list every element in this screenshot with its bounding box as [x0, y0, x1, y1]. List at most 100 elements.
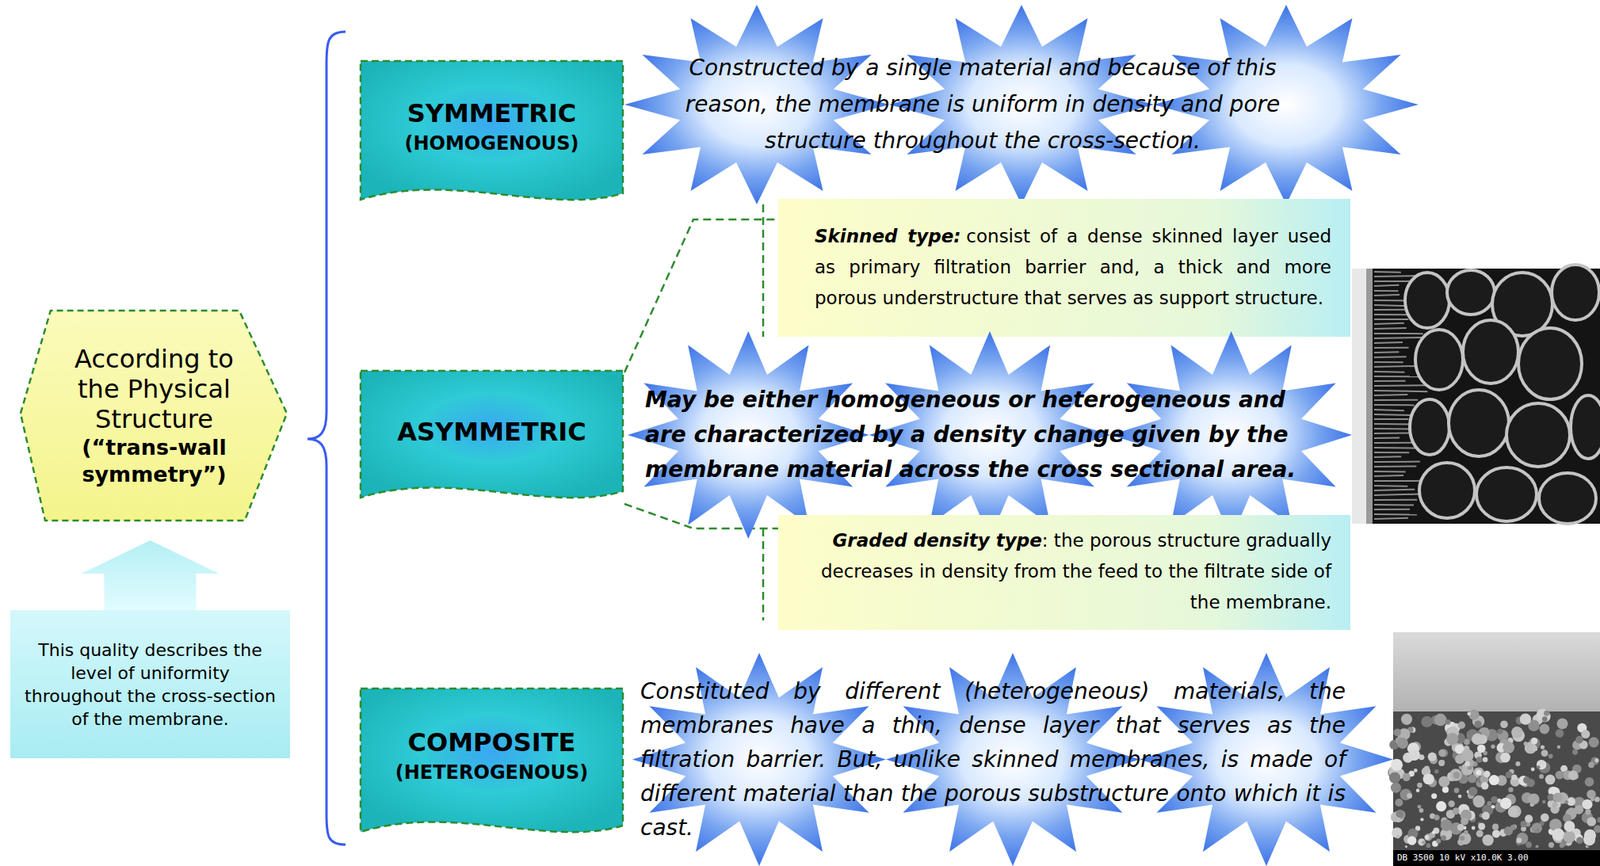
grain: [1576, 836, 1584, 844]
finger-pore: [1374, 290, 1398, 292]
grain: [1463, 830, 1468, 835]
grain: [1424, 835, 1430, 841]
grain: [1447, 800, 1455, 807]
grain: [1394, 798, 1403, 807]
grain: [1428, 752, 1437, 762]
grain: [1486, 801, 1492, 806]
grain: [1539, 724, 1551, 735]
grain: [1591, 792, 1596, 797]
grain: [1573, 805, 1584, 815]
grain: [1389, 772, 1401, 784]
grain: [1519, 713, 1532, 725]
grain: [1445, 719, 1452, 726]
description-starburst: Constituted by different (heterogeneous)…: [632, 652, 1394, 866]
finger-pore: [1374, 294, 1400, 297]
grain: [1564, 800, 1569, 805]
grain: [1566, 797, 1576, 806]
macro-void: [1476, 467, 1537, 522]
grain: [1594, 758, 1599, 763]
micrograph-skin: [1366, 268, 1373, 524]
text-block: ASYMMETRIC: [366, 415, 617, 449]
grain: [1439, 759, 1445, 765]
grain: [1531, 822, 1543, 833]
grain: [1426, 843, 1432, 848]
finger-pore: [1374, 285, 1399, 287]
finger-pore: [1374, 484, 1408, 488]
finger-pore: [1374, 494, 1421, 496]
grain: [1563, 831, 1576, 844]
banner-shape: [360, 688, 623, 833]
grain: [1438, 775, 1450, 787]
grain: [1584, 777, 1595, 787]
text-block: This quality describes the level of unif…: [19, 638, 281, 731]
grain: [1423, 773, 1435, 785]
bracket-line: [762, 204, 765, 337]
subtype-heading: Skinned type:: [814, 225, 961, 247]
finger-pore: [1374, 361, 1404, 363]
grain: [1511, 774, 1517, 780]
text-block: Skinned type:consist of a dense skinned …: [814, 221, 1332, 315]
grain: [1548, 754, 1554, 760]
grain: [1540, 813, 1550, 822]
grain: [1515, 761, 1520, 767]
grain: [1417, 805, 1422, 810]
type-title: SYMMETRIC: [366, 96, 617, 130]
finger-pore: [1374, 323, 1405, 325]
grain: [1449, 768, 1463, 782]
finger-pore: [1374, 342, 1403, 344]
grain: [1553, 793, 1563, 803]
grain: [1457, 824, 1465, 832]
grain: [1536, 759, 1547, 770]
grain: [1524, 814, 1533, 823]
grain: [1492, 824, 1499, 831]
grain: [1563, 821, 1575, 833]
grain: [1424, 765, 1430, 772]
grain: [1502, 741, 1515, 754]
grain: [1401, 714, 1413, 726]
grain: [1596, 817, 1600, 823]
grain: [1454, 787, 1460, 794]
grain: [1395, 809, 1404, 818]
grain: [1435, 801, 1447, 812]
grain: [1458, 765, 1463, 770]
grain: [1434, 714, 1448, 727]
grain: [1390, 782, 1402, 793]
grain: [1586, 790, 1596, 799]
grain: [1490, 796, 1498, 804]
text-block: COMPOSITE(HETEROGENOUS): [366, 725, 617, 787]
grain: [1515, 837, 1522, 844]
hexagon-shape: [20, 310, 287, 521]
grain: [1510, 824, 1516, 831]
grain: [1453, 771, 1461, 779]
description-starburst: May be either homogeneous or heterogeneo…: [627, 331, 1352, 539]
finger-pore: [1374, 499, 1417, 501]
grain: [1477, 822, 1486, 830]
grain: [1438, 759, 1445, 767]
text-block: SYMMETRIC(HOMOGENOUS): [366, 96, 617, 157]
grain: [1535, 828, 1540, 834]
grain: [1417, 838, 1425, 846]
grain: [1452, 807, 1460, 815]
type-subtitle: (HOMOGENOUS): [366, 129, 617, 157]
description-text: Constructed by a single material and bec…: [665, 49, 1300, 160]
grain: [1416, 788, 1421, 793]
banner-shape: [360, 61, 623, 200]
finger-pore: [1374, 518, 1409, 520]
grain: [1467, 774, 1477, 783]
finger-pore: [1374, 399, 1418, 401]
finger-pore: [1374, 451, 1410, 454]
grain: [1461, 749, 1474, 763]
type-title: ASYMMETRIC: [366, 415, 617, 449]
grain: [1391, 827, 1402, 838]
text-block: May be either homogeneous or heterogeneo…: [645, 382, 1321, 488]
grain: [1460, 817, 1469, 826]
grain: [1586, 817, 1597, 827]
finger-pore: [1374, 475, 1404, 477]
macro-void: [1570, 395, 1600, 459]
grain: [1413, 768, 1418, 773]
grain: [1580, 729, 1590, 739]
grain: [1393, 729, 1402, 737]
grain: [1581, 799, 1593, 810]
finger-pore: [1374, 318, 1409, 321]
grain-texture: [1387, 708, 1600, 848]
